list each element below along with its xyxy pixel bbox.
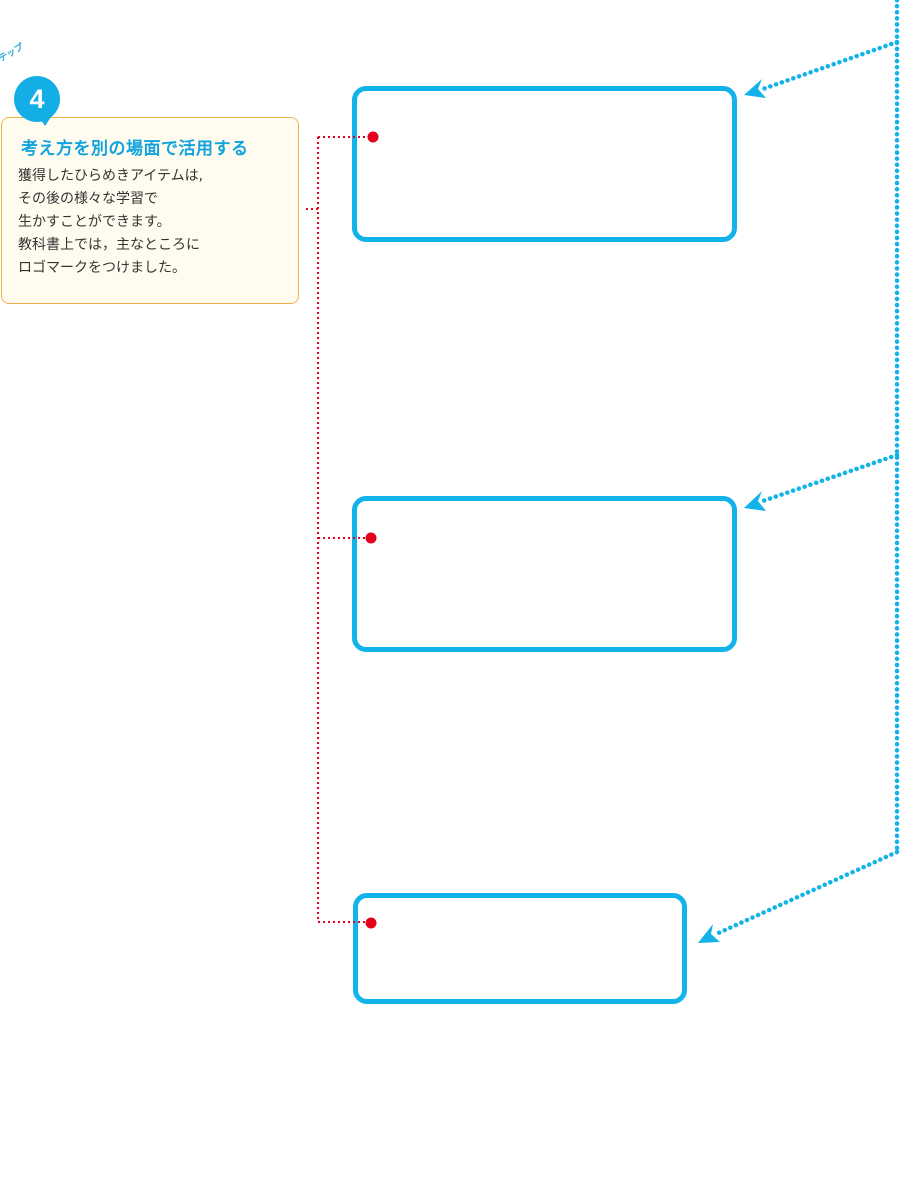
- arrowhead-icon: [744, 491, 766, 511]
- blue-dotted-arrow-1: [757, 39, 900, 93]
- callout-line: 生かすことができます。: [18, 214, 171, 230]
- blue-dotted-arrow-3: [711, 849, 900, 938]
- step-number-badge: 4: [14, 76, 60, 126]
- callout-line: その後の様々な学習で: [18, 191, 158, 207]
- callout-line: ロゴマークをつけました。: [18, 260, 186, 276]
- callout-title: 考え方を別の場面で活用する: [21, 139, 249, 159]
- callout-body: 獲得したひらめきアイテムは, その後の様々な学習で 生かすことができます。 教科…: [18, 165, 288, 280]
- target-box-2: [352, 496, 737, 652]
- arrowhead-icon: [744, 79, 766, 98]
- target-box-3: [353, 893, 687, 1004]
- explanation-callout: 考え方を別の場面で活用する 獲得したひらめきアイテムは, その後の様々な学習で …: [1, 117, 299, 304]
- callout-line: 教科書上では，主なところに: [18, 237, 200, 253]
- target-box-1: [352, 86, 737, 242]
- arrowhead-icon: [698, 924, 720, 943]
- blue-dotted-arrow-2: [757, 452, 900, 505]
- callout-line: 獲得したひらめきアイテムは,: [18, 168, 204, 184]
